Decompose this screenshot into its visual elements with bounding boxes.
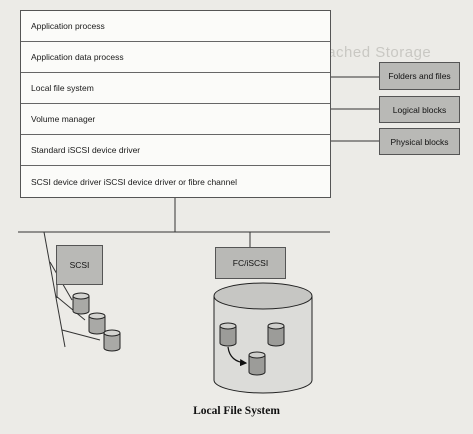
array-disk-icon: [267, 322, 285, 347]
layer-standard-iscsi-driver: Standard iSCSI device driver: [21, 135, 330, 166]
layer-application-process: Application process: [21, 11, 330, 42]
fc-iscsi-label: FC/iSCSI: [232, 258, 269, 268]
layer-local-file-system: Local file system: [21, 73, 330, 104]
scsi-disk-icon: [88, 312, 106, 335]
side-box-physical-blocks: Physical blocks: [379, 128, 460, 155]
fc-iscsi-box: FC/iSCSI: [215, 247, 286, 279]
layer-label: Standard iSCSI device driver: [31, 145, 141, 155]
layer-stack: Application process Application data pro…: [20, 10, 331, 198]
layer-scsi-driver: SCSI device driver iSCSI device driver o…: [21, 166, 330, 197]
layer-application-data-process: Application data process: [21, 42, 330, 73]
layer-label: Application data process: [31, 52, 124, 62]
side-box-logical-blocks: Logical blocks: [379, 96, 460, 123]
side-box-folders-and-files: Folders and files: [379, 62, 460, 90]
side-box-label: Folders and files: [388, 71, 451, 81]
layer-label: Application process: [31, 21, 105, 31]
storage-array-icon: [213, 282, 313, 394]
side-box-label: Logical blocks: [392, 104, 447, 115]
layer-label: Local file system: [31, 83, 94, 93]
side-box-label: Physical blocks: [390, 136, 449, 147]
layer-label: SCSI device driver iSCSI device driver o…: [31, 176, 237, 187]
data-flow-arrow: [227, 346, 248, 367]
scsi-label: SCSI: [69, 260, 90, 270]
layer-label: Volume manager: [31, 114, 96, 124]
array-disk-icon: [248, 351, 266, 376]
layer-volume-manager: Volume manager: [21, 104, 330, 135]
scsi-disk-icon: [72, 292, 90, 315]
scsi-disk-icon: [103, 329, 121, 352]
figure-caption: Local File System: [193, 405, 280, 417]
array-disk-icon: [219, 322, 237, 347]
scsi-box: SCSI: [56, 245, 103, 285]
